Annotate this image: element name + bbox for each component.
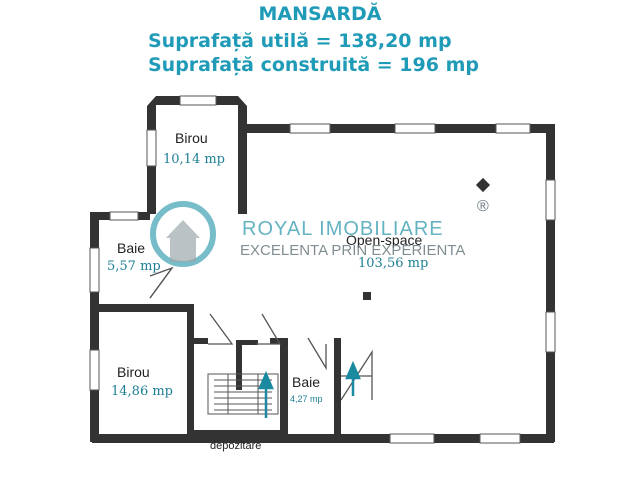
watermark-brand: ROYAL IMOBILIARE: [242, 218, 444, 240]
watermark-slogan: EXCELENTA PRIN EXPERIENTA: [240, 242, 466, 259]
room-name-baie-left: Baie: [117, 240, 146, 256]
registered-mark: ®: [477, 198, 489, 215]
room-area-baie-small: 4,27 mp: [290, 394, 323, 404]
room-name-baie-small: Baie: [292, 374, 321, 390]
room-name-storage: depozitare: [210, 440, 262, 452]
room-name-open-space: Open-space: [346, 232, 423, 248]
logo-watermark: [150, 201, 216, 267]
room-area-baie-left: 5,57 mp: [107, 259, 161, 274]
room-name-birou-bottom: Birou: [117, 364, 150, 380]
room-name-birou-top: Birou: [175, 130, 208, 146]
stair-arrows: [258, 360, 361, 418]
usable-area-line: Suprafață utilă = 138,20 mp: [148, 30, 452, 52]
room-area-birou-bottom: 14,86 mp: [111, 384, 173, 399]
room-area-open-space: 103,56 mp: [358, 256, 429, 271]
windows: [89, 95, 556, 444]
room-area-birou-top: 10,14 mp: [163, 152, 225, 167]
plan-title: MANSARDĂ: [258, 3, 382, 25]
door-swings: [149, 266, 373, 401]
built-area-line: Suprafață construită = 196 mp: [148, 54, 479, 76]
